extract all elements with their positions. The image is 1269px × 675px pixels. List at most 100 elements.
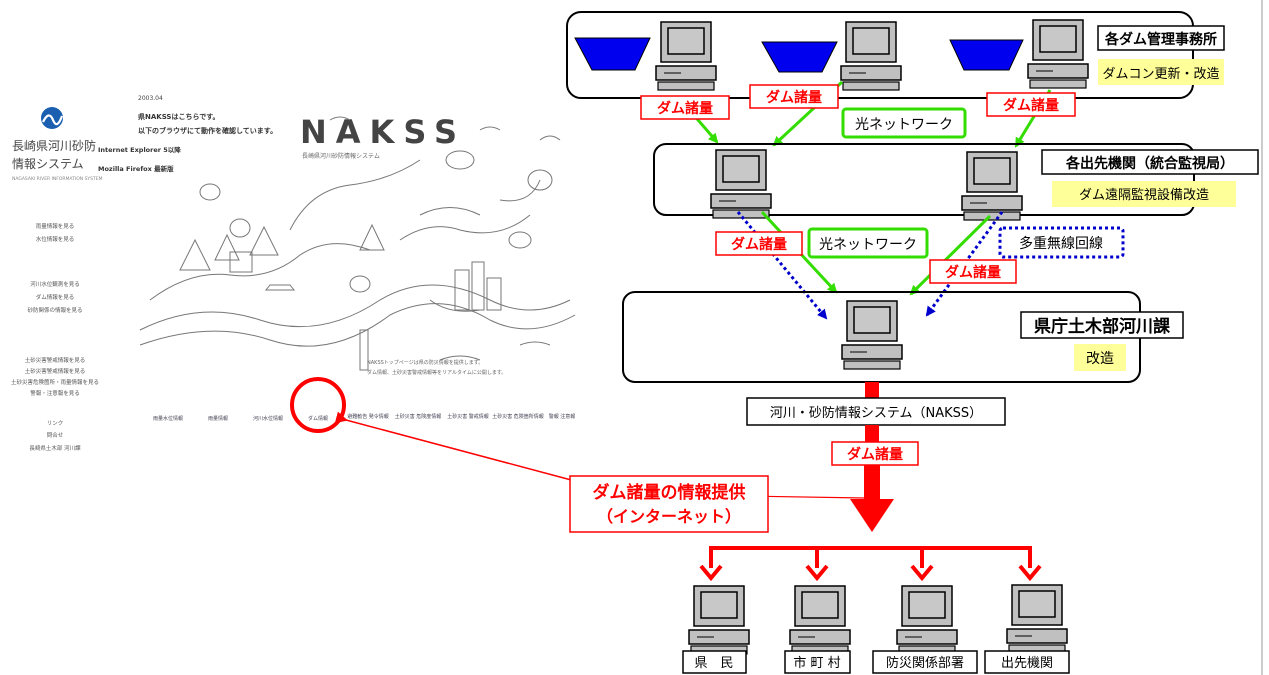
site-title: NAKSS (300, 113, 466, 151)
red-arrow-head (850, 499, 894, 532)
site-button[interactable]: 警報 注意報 (549, 413, 576, 420)
distribution-bar (709, 546, 1032, 568)
site-button[interactable]: 土砂災害 危険度情報 (395, 413, 442, 420)
site-illustration (139, 116, 576, 371)
optical-network-text: 光ネットワーク (855, 117, 953, 133)
site-browser1: Internet Explorer 5以降 (98, 145, 181, 154)
computer-icon (1027, 19, 1089, 89)
branch-office-label-box (1041, 149, 1259, 175)
callout-arrow (334, 411, 576, 482)
dam-data-badge (986, 92, 1076, 117)
callout-line2: （インターネット） (597, 507, 741, 526)
recipient-branch-offices: 出先機関 (1001, 656, 1053, 671)
site-notice-line1: 県NAKSSはこちらです。 (138, 112, 220, 121)
dam-data-text: ダム諸量 (1003, 97, 1059, 114)
prefecture-office-label-box (1020, 311, 1184, 339)
dam-data-text: ダム諸量 (847, 446, 903, 463)
computer-icon (961, 151, 1023, 221)
site-intro-line1: NAKSSトップページは県の防災情報を提供します。 (367, 359, 483, 366)
site-nav-item[interactable]: 水位情報を見る (36, 235, 75, 243)
site-nav-item[interactable]: 雨量情報を見る (36, 222, 75, 230)
computer-icon (710, 149, 772, 219)
blue-arrow (736, 211, 828, 320)
optical-network-badge (807, 227, 929, 259)
site-nav-item[interactable]: 警報・注意報を見る (30, 389, 80, 397)
site-button[interactable]: 土砂災害 警戒情報 (447, 413, 489, 420)
site-bottom-buttons: 雨量水位情報 雨量情報 河川水位情報 ダム情報 避難勧告 発令情報 土砂災害 危… (153, 413, 575, 422)
recipient-disaster-depts: 防災関係部署 (886, 655, 964, 671)
dam-data-badge (715, 231, 803, 256)
site-nav-item[interactable]: 河川水位観測を見る (30, 280, 80, 288)
dam-office-note-box (1098, 59, 1224, 85)
recipient-label-box (872, 650, 978, 674)
computer-icon (1006, 584, 1068, 654)
highlight-circle (290, 377, 346, 433)
radio-line-badge (998, 226, 1125, 259)
site-nav-item[interactable]: 土砂災害危険箇所・雨量情報を見る (11, 378, 99, 386)
dam-office-note: ダムコン更新・改造 (1102, 66, 1219, 82)
branch-office-note-box (1052, 181, 1236, 207)
site-nav-item[interactable]: 問合せ (47, 431, 64, 439)
site-logo-line1: 長崎県河川砂防 (12, 138, 96, 153)
callout-box (569, 475, 769, 533)
optical-network-badge (841, 107, 967, 139)
prefecture-office-note: 改造 (1086, 351, 1114, 367)
computer-icon (655, 21, 717, 91)
dam-office-label: 各ダム管理事務所 (1104, 31, 1217, 48)
distribution-arrows (699, 564, 1042, 582)
branch-office-label: 各出先機関（統合監視局） (1065, 155, 1234, 172)
callout-line1: ダム諸量の情報提供 (593, 482, 746, 503)
site-nav-item[interactable]: 長崎県土木部 河川課 (29, 444, 81, 452)
recipient-municipalities: 市 町 村 (793, 655, 840, 671)
red-trunk (865, 425, 879, 442)
logo-icon (41, 107, 64, 129)
optical-network-text: 光ネットワーク (819, 237, 917, 253)
dam-data-text: ダム諸量 (731, 236, 787, 253)
recipient-label-box (984, 650, 1070, 674)
site-logo-line2: 情報システム (12, 157, 84, 171)
dam-icon (574, 37, 651, 71)
site-button-dam[interactable]: ダム情報 (308, 415, 328, 422)
site-button[interactable]: 避難勧告 発令情報 (347, 413, 389, 420)
site-logo-caption: NAGASAKI RIVER INFORMATION SYSTEM (12, 176, 103, 182)
computer-icon (841, 300, 903, 370)
dam-icon (761, 41, 838, 73)
red-trunk (865, 382, 879, 400)
recipient-label-box (784, 650, 851, 674)
computer-icon (688, 585, 750, 655)
computer-icon (840, 21, 902, 91)
site-button[interactable]: 雨量水位情報 (153, 415, 183, 422)
dam-icon (949, 39, 1024, 71)
computer-icon (896, 585, 958, 655)
prefecture-office-note-box (1074, 344, 1126, 371)
dam-office-label-box (1097, 25, 1225, 51)
dam-office-box (566, 11, 1194, 99)
site-intro-line2: ダム情報、土砂災害警戒情報等をリアルタイムに公開します。 (367, 369, 506, 376)
site-notice-line2: 以下のブラウザにて動作を確認しています。 (138, 126, 277, 135)
nakss-system-label: 河川・砂防情報システム（NAKSS） (770, 405, 982, 421)
dam-data-text: ダム諸量 (766, 89, 822, 106)
dam-data-text: ダム諸量 (945, 264, 1001, 281)
site-browser2: Mozilla Firefox 最新版 (98, 164, 174, 173)
site-nav-item[interactable]: 土砂災害警戒情報を見る (25, 356, 86, 364)
dam-data-text: ダム諸量 (657, 100, 713, 117)
green-arrow (909, 214, 992, 296)
branch-office-box (653, 143, 1195, 216)
dam-data-badge (929, 259, 1017, 284)
site-left-nav: 雨量情報を見る 水位情報を見る 河川水位観測を見る ダム情報を見る 砂防関係の情… (11, 222, 99, 452)
site-button[interactable]: 土砂災害 危険箇所情報 (492, 413, 544, 420)
site-button[interactable]: 雨量情報 (208, 415, 228, 422)
site-nav-item[interactable]: リンク (47, 420, 64, 427)
site-button[interactable]: 河川水位情報 (253, 415, 283, 422)
site-nav-item[interactable]: 砂防関係の情報を見る (27, 306, 82, 314)
website-screenshot: 長崎県河川砂防 情報システム NAGASAKI RIVER INFORMATIO… (11, 95, 575, 452)
site-notice-date: 2003.04 (138, 95, 163, 102)
site-nav-item[interactable]: 土砂災害警戒情報を見る (25, 367, 86, 375)
recipient-label-box (682, 650, 747, 674)
recipient-citizens: 県 民 (694, 656, 733, 671)
computer-icon (789, 585, 851, 655)
red-trunk (864, 465, 880, 499)
site-nav-item[interactable]: ダム情報を見る (36, 293, 75, 301)
dam-data-badge (640, 95, 730, 120)
